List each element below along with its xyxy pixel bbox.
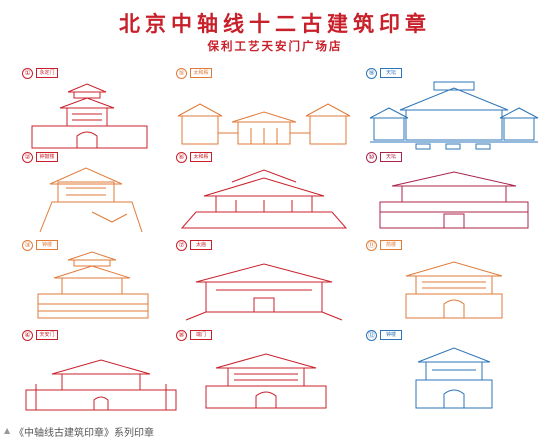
- tiananmen-drawing: [25, 359, 177, 411]
- corner-tower-drawing: [39, 167, 143, 233]
- stamp-number: ④: [22, 330, 33, 341]
- stamp-tag: 箭楼: [380, 240, 402, 250]
- stamp-cell: ⑤ 太和殿: [176, 68, 352, 150]
- clock-tower-drawing: [415, 347, 493, 409]
- stamp-cell: ⑥ 太和殿: [176, 152, 352, 234]
- arrow-tower-drawing: [405, 261, 503, 319]
- stamp-tag: 天坛: [380, 68, 402, 78]
- stamp-number: ⑨: [366, 68, 377, 79]
- poster-subtitle: 保利工艺天安门广场店: [207, 39, 343, 53]
- bell-tower-drawing: [37, 251, 149, 319]
- poster-title: 北京中轴线十二古建筑印章: [119, 11, 431, 36]
- stamp-number: ②: [22, 152, 33, 163]
- stamp-cell: ⑨ 天坛: [366, 68, 542, 150]
- stamp-cell: ⑩ 天坛: [366, 152, 542, 234]
- throne-hall-drawing: [180, 169, 348, 229]
- caption-marker-icon: ▲: [4, 426, 11, 435]
- stamp-number: ⑤: [176, 68, 187, 79]
- stamp-number: ⑪: [366, 240, 377, 251]
- stamp-tag: 钟鼓楼: [36, 152, 58, 162]
- stamp-cell: ① 永定门: [22, 68, 198, 150]
- stamp-cell: ⑫ 钟楼: [366, 330, 542, 412]
- image-caption: 《中轴线古建筑印章》系列印章: [14, 428, 154, 439]
- stamp-cell: ⑦ 太庙: [176, 240, 352, 322]
- stamp-tag: 永定门: [36, 68, 58, 78]
- stamp-tag: 太和殿: [190, 68, 212, 78]
- ancestral-temple-drawing: [185, 263, 343, 321]
- gate-tower-drawing: [31, 83, 148, 149]
- stamp-poster: 北京中轴线十二古建筑印章 保利工艺天安门广场店 ① 永定门 ⑤ 太和殿: [22, 11, 542, 412]
- stamp-tag: 端门: [190, 330, 212, 340]
- stamp-cell: ② 钟鼓楼: [22, 152, 198, 234]
- altar-hall-drawing: [379, 171, 529, 229]
- stamp-number: ⑩: [366, 152, 377, 163]
- stamp-cell: ④ 天安门: [22, 330, 198, 412]
- stamp-number: ⑧: [176, 330, 187, 341]
- stamp-number: ⑦: [176, 240, 187, 251]
- stamp-number: ①: [22, 68, 33, 79]
- stamp-cell: ⑧ 端门: [176, 330, 352, 412]
- stamp-tag: 天安门: [36, 330, 58, 340]
- stamp-tag: 钟楼: [380, 330, 402, 340]
- stamp-cell: ⑪ 箭楼: [366, 240, 542, 322]
- stamp-cell: ③ 钟楼: [22, 240, 198, 322]
- stamp-tag: 天坛: [380, 152, 402, 162]
- stamp-number: ③: [22, 240, 33, 251]
- temple-complex-drawing: [369, 81, 539, 150]
- palace-hall-drawing: [177, 103, 351, 145]
- stamp-tag: 钟楼: [36, 240, 58, 250]
- stamp-tag: 太庙: [190, 240, 212, 250]
- stamp-number: ⑥: [176, 152, 187, 163]
- stamp-tag: 太和殿: [190, 152, 212, 162]
- duanmen-drawing: [205, 353, 327, 409]
- stamp-number: ⑫: [366, 330, 377, 341]
